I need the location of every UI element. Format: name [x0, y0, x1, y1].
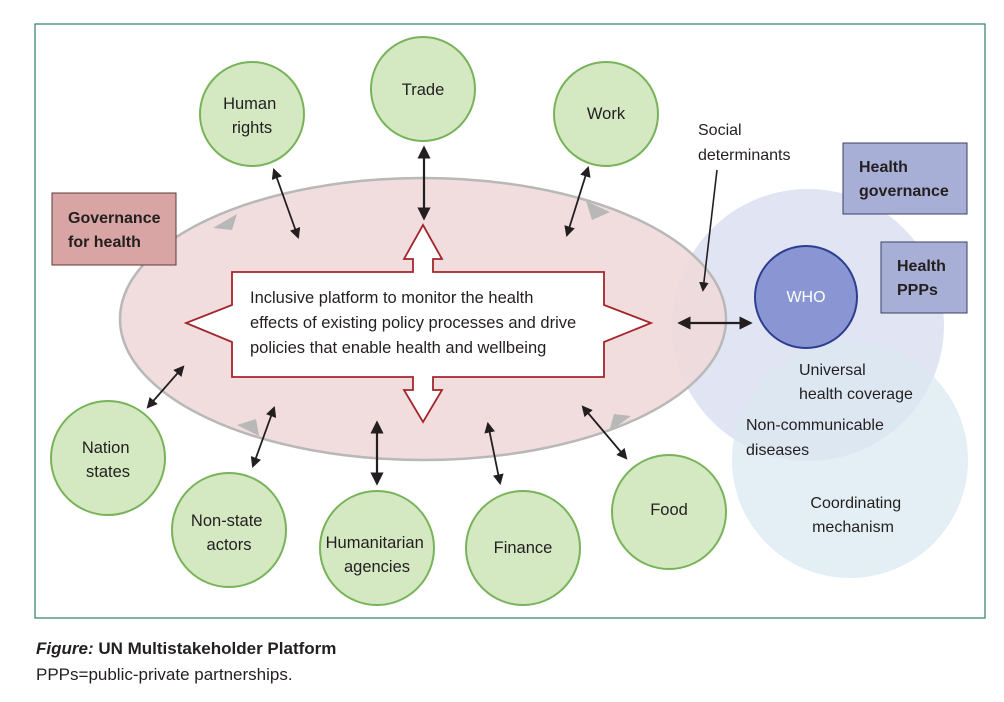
label-line: Coordinating — [810, 495, 901, 512]
caption-title: Figure: UN Multistakeholder Platform — [36, 636, 976, 662]
node-human-rights: Human rights — [199, 61, 305, 167]
link-arrow-human-rights — [271, 167, 301, 240]
health-ppps-box: Health PPPs — [880, 241, 968, 314]
svg-text:Nation states: Nation states — [82, 439, 134, 481]
non-communicable-diseases-label: Non-communicable diseases — [746, 417, 888, 459]
who-node: WHO — [754, 245, 858, 349]
node-humanitarian-agencies: Humanitarian agencies — [319, 490, 435, 606]
link-arrow-nation-states — [146, 365, 185, 409]
coordinating-mechanism-label: Coordinating mechanism — [810, 495, 905, 536]
label-line: diseases — [746, 442, 809, 459]
platform-description: Inclusive platform to monitor the health… — [250, 289, 581, 357]
label-line: health coverage — [799, 386, 913, 403]
box-label: governance — [859, 183, 949, 200]
social-determinants-label: Social determinants — [698, 122, 791, 164]
node-label: states — [86, 463, 130, 481]
svg-text:Humanitarian agencies: Humanitarian agencies — [326, 534, 429, 576]
social-determinants-pointer — [699, 169, 718, 292]
node-label: Finance — [494, 539, 553, 557]
who-label: WHO — [786, 289, 825, 306]
node-food: Food — [611, 454, 727, 570]
box-label: Health — [859, 159, 908, 176]
svg-text:Work: Work — [587, 105, 626, 123]
node-label: rights — [232, 119, 272, 137]
figure-title: UN Multistakeholder Platform — [98, 639, 337, 658]
node-work: Work — [553, 61, 659, 167]
node-label: Humanitarian — [326, 534, 424, 552]
platform-description-line: policies that enable health and wellbein… — [250, 339, 546, 357]
link-arrow-finance — [484, 421, 504, 486]
svg-text:Finance: Finance — [494, 539, 553, 557]
ellipse-flow-arrowhead — [586, 201, 610, 220]
svg-text:Human rights: Human rights — [223, 95, 281, 137]
node-non-state-actors: Non-state actors — [171, 472, 287, 588]
label-line: Social — [698, 122, 742, 139]
platform-description-line: Inclusive platform to monitor the health — [250, 289, 533, 307]
coordinating-mechanism-circle — [732, 342, 968, 578]
node-label: Food — [650, 501, 688, 519]
link-arrow-non-state-actors — [250, 405, 277, 469]
node-label: Work — [587, 105, 626, 123]
link-arrow-food — [581, 405, 628, 460]
figure-label: Figure: — [36, 639, 94, 658]
platform-cross-arrow — [183, 223, 654, 424]
box-label: for health — [68, 234, 141, 251]
node-label: Human — [223, 95, 276, 113]
svg-text:Health governance: Health governance — [859, 159, 949, 200]
caption-note: PPPs=public-private partnerships. — [36, 665, 293, 684]
label-line: Non-communicable — [746, 417, 884, 434]
health-governance-box: Health governance — [842, 142, 968, 215]
svg-text:Trade: Trade — [402, 81, 445, 99]
node-nation-states: Nation states — [50, 400, 166, 516]
universal-health-coverage-label: Universal health coverage — [799, 362, 913, 403]
node-label: agencies — [344, 558, 410, 576]
label-line: mechanism — [812, 519, 894, 536]
box-label: Governance — [68, 210, 161, 227]
label-line: Universal — [799, 362, 866, 379]
svg-text:Food: Food — [650, 501, 688, 519]
node-trade: Trade — [370, 36, 476, 142]
node-finance: Finance — [465, 490, 581, 606]
node-label: Nation — [82, 439, 130, 457]
box-label: Health — [897, 258, 946, 275]
svg-text:Governance for health: Governance for health — [68, 210, 165, 251]
ellipse-flow-arrowhead — [213, 214, 237, 230]
node-label: Non-state — [191, 512, 263, 530]
box-label: PPPs — [897, 282, 938, 299]
governance-for-health-box: Governance for health — [51, 192, 177, 266]
svg-text:Health PPPs: Health PPPs — [897, 258, 950, 299]
label-line: determinants — [698, 147, 791, 164]
link-arrow-work — [564, 165, 591, 238]
node-label: actors — [207, 536, 252, 554]
figure-caption: Figure: UN Multistakeholder Platform PPP… — [36, 636, 976, 688]
svg-text:Non-state actors: Non-state actors — [191, 512, 267, 554]
platform-description-line: effects of existing policy processes and… — [250, 314, 576, 332]
node-label: Trade — [402, 81, 445, 99]
